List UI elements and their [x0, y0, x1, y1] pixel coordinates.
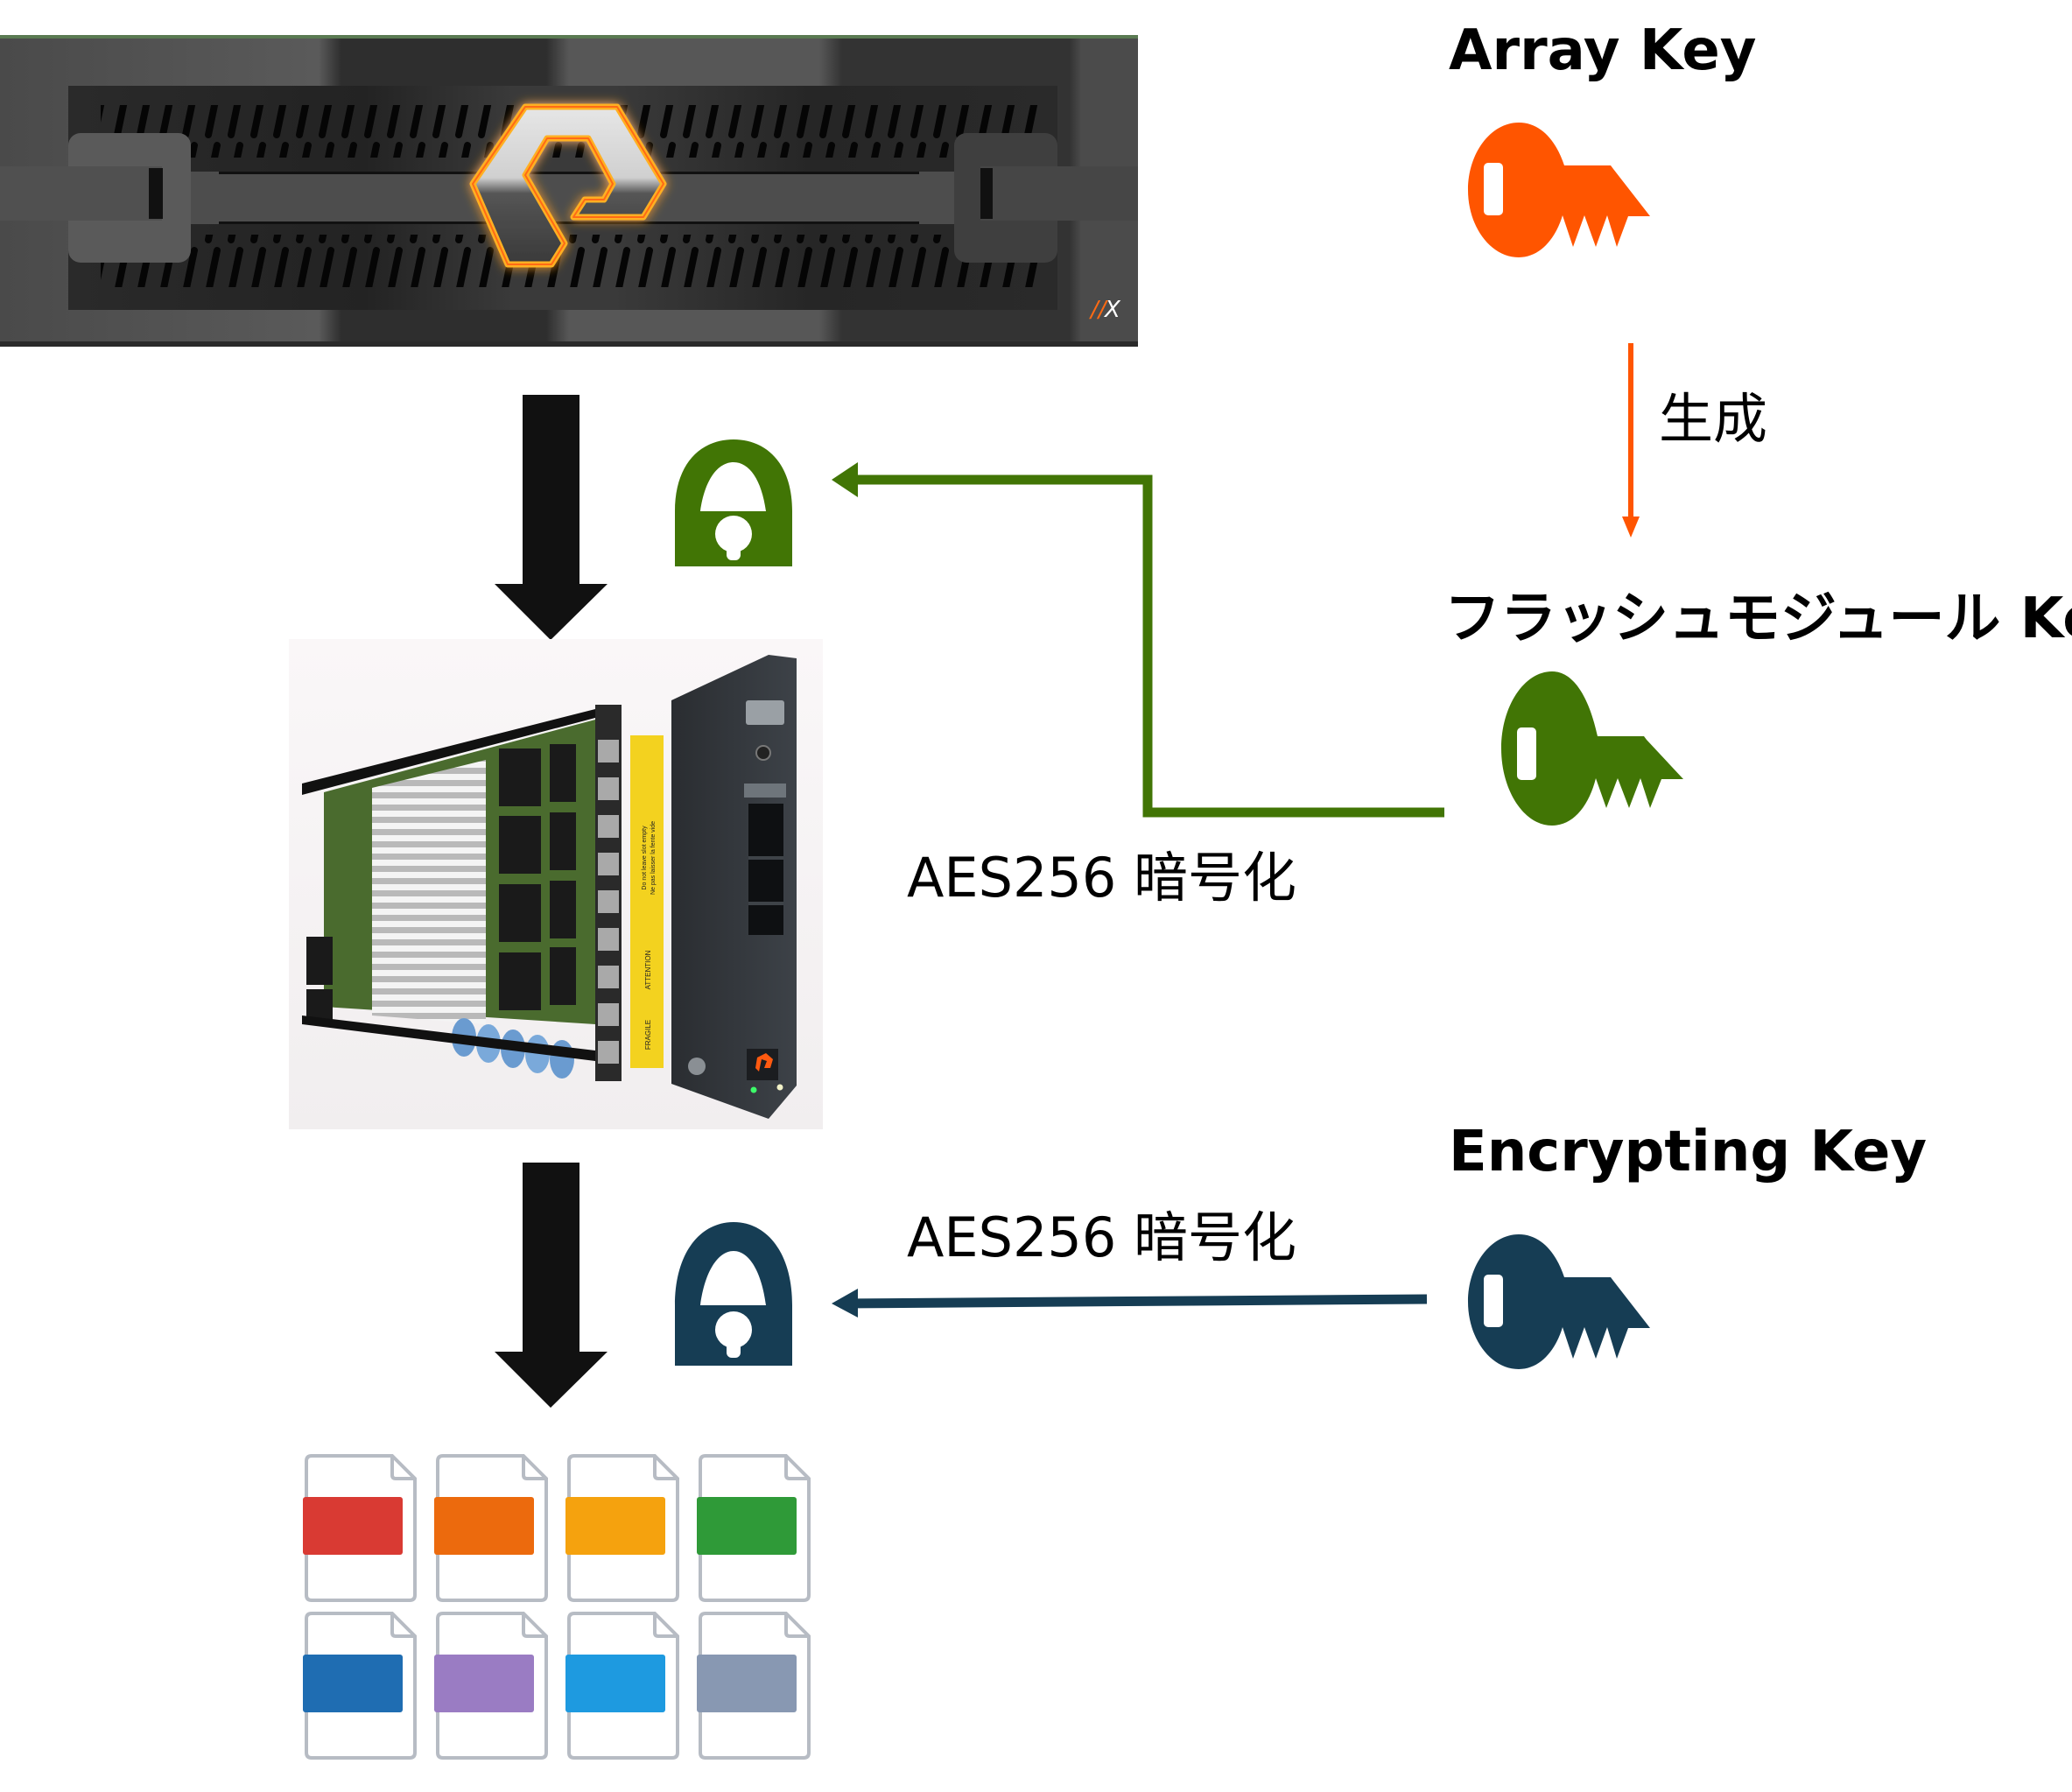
file-color-band [303, 1655, 403, 1712]
bezel-top-edge [0, 35, 1138, 39]
model-badge-slashes: // [1089, 297, 1109, 323]
module-top-rail [302, 709, 595, 795]
encrypt-arrow-data [832, 1289, 1428, 1318]
file-color-band [697, 1655, 797, 1712]
file-icon [434, 1612, 548, 1760]
lock-icon-data [675, 1222, 792, 1366]
module-heatsink [372, 760, 486, 1024]
arrowhead-down-icon [1622, 517, 1640, 538]
flow-arrow-down-1 [495, 395, 608, 640]
arrowhead-left-icon [832, 1289, 858, 1318]
bezel-middle-bar [68, 172, 1057, 224]
warning-label [630, 735, 664, 1068]
file-color-band [434, 1497, 534, 1555]
flash-module-key-title: フラッシュモジュール Key [1444, 587, 2072, 651]
lock-icon-flash [675, 439, 792, 566]
file-icon [697, 1612, 811, 1760]
key-icon-encrypting [1468, 1234, 1650, 1369]
module-front-panel [671, 655, 797, 1119]
fragile-text: FRAGILE [644, 1020, 652, 1050]
flash-module-photo: Do not leave slot empty Ne pas laisser l… [289, 639, 823, 1129]
model-badge: X [1103, 297, 1121, 323]
attention-text: ATTENTION [644, 950, 652, 989]
left-handle [0, 133, 191, 263]
file-color-band [565, 1655, 665, 1712]
release-button [746, 700, 784, 725]
file-icon [565, 1612, 679, 1760]
flow-arrow-down-2 [495, 1163, 608, 1408]
file-icon [697, 1454, 811, 1602]
key-icon-array [1468, 123, 1650, 257]
pure-storage-logo-icon [469, 103, 667, 268]
file-color-band [565, 1497, 665, 1555]
file-icon [303, 1612, 417, 1760]
generate-arrow [1622, 343, 1640, 538]
vent-slots-lower [101, 235, 1046, 287]
warning-label-text-1: Do not leave slot empty [642, 826, 648, 890]
warning-label-text-2: Ne pas laisser la fente vide [650, 821, 657, 895]
module-latch-tabs [598, 740, 619, 1064]
module-nand-chips [306, 744, 576, 1024]
storage-array-image: // X [0, 35, 1138, 348]
data-files [303, 1454, 811, 1760]
right-handle [954, 133, 1138, 263]
generate-label: 生成 [1659, 387, 1768, 451]
file-icon [434, 1454, 548, 1602]
data-files-grid [298, 1449, 823, 1764]
status-led-green [750, 1086, 757, 1093]
file-color-band [697, 1497, 797, 1555]
encrypt-label-data: AES256 暗号化 [907, 1205, 1296, 1269]
file-icon [565, 1454, 679, 1602]
arrowhead-left-icon [832, 462, 858, 497]
file-color-band [434, 1655, 534, 1712]
status-led-white [776, 1084, 783, 1091]
encrypt-label-flash: AES256 暗号化 [907, 846, 1296, 910]
encrypting-key-title: Encrypting Key [1449, 1120, 1928, 1184]
encrypt-arrow-flash [832, 462, 1444, 818]
storage-array-bezel: // X [0, 35, 1138, 347]
pure-logo-small-icon [755, 1053, 773, 1072]
array-key-title: Array Key [1449, 18, 1757, 83]
file-color-band [303, 1497, 403, 1555]
module-handle-slot [748, 804, 783, 935]
flash-module-image: Do not leave slot empty Ne pas laisser l… [289, 639, 823, 1129]
key-icon-flash [1501, 671, 1683, 826]
file-icon [303, 1454, 417, 1602]
